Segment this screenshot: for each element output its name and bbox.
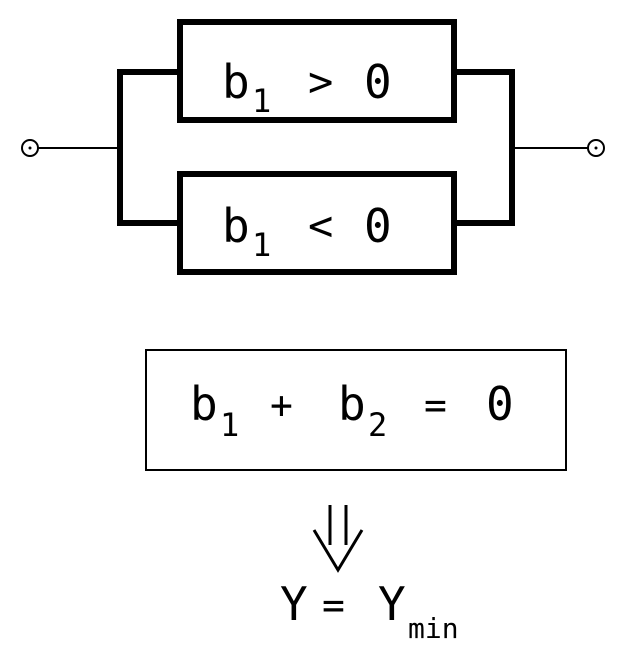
top-condition-box [177, 19, 457, 123]
equation-equals: = [424, 383, 447, 427]
top-box-value: 0 [364, 55, 392, 109]
top-box-relation: > [308, 57, 333, 106]
equation-term2-symbol: b [338, 377, 366, 431]
equation-term1-symbol: b [190, 377, 218, 431]
top-box-subscript: 1 [252, 82, 271, 120]
bottom-box-symbol: b [222, 199, 250, 253]
bottom-condition-box [177, 171, 457, 275]
equation-term2-subscript: 2 [368, 406, 387, 444]
top-box-symbol: b [222, 55, 250, 109]
circuit-wires [38, 69, 588, 226]
equation-box [145, 349, 567, 471]
bottom-box-subscript: 1 [252, 226, 271, 264]
bottom-box-value: 0 [364, 199, 392, 253]
equation-term1-subscript: 1 [220, 406, 239, 444]
result-right-subscript: min [408, 612, 459, 645]
result-right: Y [378, 577, 406, 631]
bottom-box-relation: < [308, 201, 333, 250]
equation-operator: + [270, 383, 293, 427]
equation-value: 0 [486, 377, 514, 431]
result-left: Y [280, 577, 308, 631]
result-equals: = [322, 583, 345, 627]
implies-arrow-icon [312, 505, 364, 573]
